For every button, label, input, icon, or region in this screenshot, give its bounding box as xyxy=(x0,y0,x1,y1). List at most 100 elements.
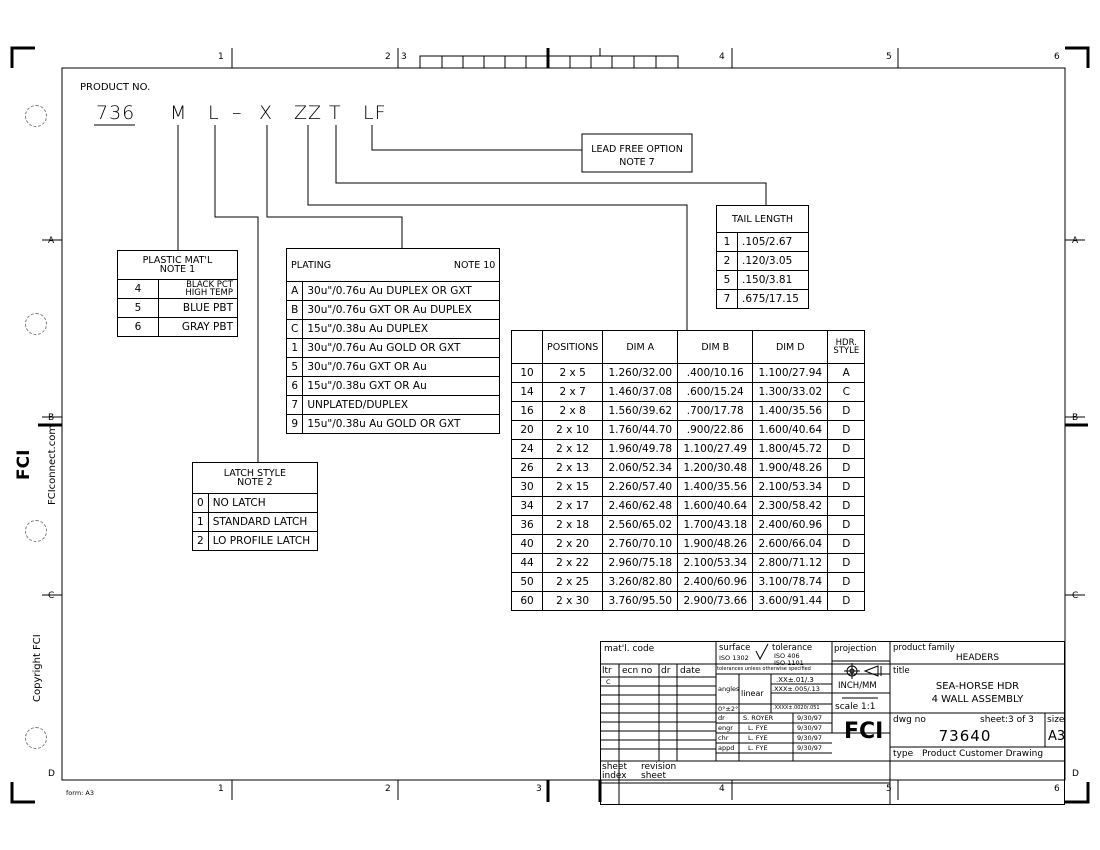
table-cell: 3.600/91.44 xyxy=(752,591,829,611)
sig-engr-label: engr xyxy=(718,724,733,732)
table-cell: 6 xyxy=(285,376,304,396)
table-cell: 2.960/75.18 xyxy=(602,553,679,573)
zone-row-d-right: D xyxy=(1072,769,1079,779)
table-cell: 2 x 5 xyxy=(541,363,604,383)
sheet-label: sheet xyxy=(602,762,627,772)
ecn-label: ecn no xyxy=(622,666,653,676)
sig-chr-label: chr xyxy=(718,734,729,742)
table-cell: 2.560/65.02 xyxy=(602,515,679,535)
table-cell: 1.400/35.56 xyxy=(752,401,829,421)
zone-row-a: A xyxy=(48,236,55,246)
table-cell: 2 x 30 xyxy=(541,591,604,611)
drawing-number: 73640 xyxy=(938,727,992,745)
surface-label: surface xyxy=(719,643,751,653)
table-cell: 26 xyxy=(511,458,543,478)
sig-appd-name: L. FYE xyxy=(748,744,768,752)
code-dash: – xyxy=(232,102,243,124)
table-cell: 1.700/43.18 xyxy=(677,515,754,535)
table-cell: 15u"/0.38u Au DUPLEX xyxy=(302,319,501,339)
table-cell: 2 x 17 xyxy=(541,496,604,516)
table-cell: 3.760/95.50 xyxy=(602,591,679,611)
sig-dr-date: 9/30/97 xyxy=(797,714,823,722)
table-cell: 60 xyxy=(511,591,543,611)
table-cell: B xyxy=(285,300,304,320)
table-cell: 50 xyxy=(511,572,543,592)
table-header: HDR. STYLE xyxy=(827,330,866,364)
dwg-no-label: dwg no xyxy=(893,715,926,725)
table-cell: D xyxy=(827,477,866,497)
tol-note: tolerances unless otherwise specified xyxy=(717,666,811,672)
table-cell: 2 x 7 xyxy=(541,382,604,402)
table-cell: 1.460/37.08 xyxy=(602,382,679,402)
table-cell: D xyxy=(827,420,866,440)
table-cell: D xyxy=(827,439,866,459)
table-cell: D xyxy=(827,534,866,554)
table-cell: GRAY PBT xyxy=(158,317,238,337)
table-cell: 30u"/0.76u GXT OR Au xyxy=(302,357,501,377)
fci-logo: FCI xyxy=(844,719,884,744)
revision-label: revision xyxy=(641,762,677,772)
table-cell: 2.400/60.96 xyxy=(752,515,829,535)
table-cell: 16 xyxy=(511,401,543,421)
table-cell: 5 xyxy=(285,357,304,377)
website-text: FCIconnect.com xyxy=(47,424,58,505)
table-cell: 2 x 22 xyxy=(541,553,604,573)
zone-col-6: 6 xyxy=(1054,52,1060,62)
table-cell: D xyxy=(827,591,866,611)
latch-note: NOTE 2 xyxy=(237,477,273,488)
table-cell: 2.460/62.48 xyxy=(602,496,679,516)
ltr-label: ltr xyxy=(602,666,612,676)
table-cell: 1.300/33.02 xyxy=(752,382,829,402)
code-zz: ZZ xyxy=(294,102,323,124)
table-cell: BLACK PCT HIGH TEMP xyxy=(158,279,238,299)
sig-appd-date: 9/30/97 xyxy=(797,744,823,752)
table-cell: .105/2.67 xyxy=(737,232,809,252)
table-cell: STANDARD LATCH xyxy=(207,512,318,532)
projection-label: projection xyxy=(834,644,877,654)
table-cell: 6 xyxy=(117,317,159,337)
table-cell: 2.900/73.66 xyxy=(677,591,754,611)
table-cell: 36 xyxy=(511,515,543,535)
table-cell: 15u"/0.38u Au GOLD OR GXT xyxy=(302,414,501,434)
table-cell: .400/10.16 xyxy=(677,363,754,383)
table-cell: 2.760/70.10 xyxy=(602,534,679,554)
table-cell: BLUE PBT xyxy=(158,298,238,318)
table-cell: 2.800/71.12 xyxy=(752,553,829,573)
type-label: type xyxy=(893,749,914,759)
table-cell: 1.600/40.64 xyxy=(752,420,829,440)
code-l: L xyxy=(208,102,220,124)
table-cell: 2.100/53.34 xyxy=(677,553,754,573)
table-cell: 44 xyxy=(511,553,543,573)
table-cell: 1.960/49.78 xyxy=(602,439,679,459)
table-cell: NO LATCH xyxy=(207,493,318,513)
code-lf: LF xyxy=(363,102,387,124)
title-line-1: SEA-HORSE HDR xyxy=(935,681,1020,692)
dimension-table: POSITIONS DIM A DIM B DIM D HDR. STYLE 1… xyxy=(511,330,866,611)
product-family: HEADERS xyxy=(955,653,1000,663)
sig-dr-label: dr xyxy=(718,714,725,722)
zone-col-1-bottom: 1 xyxy=(218,784,224,794)
table-cell: 2.100/53.34 xyxy=(752,477,829,497)
rev-letter: C xyxy=(606,678,611,686)
table-cell: A xyxy=(285,281,304,301)
table-cell: D xyxy=(827,458,866,478)
table-cell: 10 xyxy=(511,363,543,383)
table-cell: 40 xyxy=(511,534,543,554)
table-cell: .150/3.81 xyxy=(737,270,809,290)
table-cell: 2 x 8 xyxy=(541,401,604,421)
plastic-note: NOTE 1 xyxy=(159,264,196,275)
table-cell: D xyxy=(827,401,866,421)
punch-hole xyxy=(25,520,47,542)
code-x: X xyxy=(259,102,274,124)
table-cell: 0 xyxy=(192,493,209,513)
table-cell: 2 x 12 xyxy=(541,439,604,459)
table-header: DIM B xyxy=(677,330,754,364)
tol-iso-1101: ISO 1101 xyxy=(774,659,804,667)
table-cell: 1.260/32.00 xyxy=(602,363,679,383)
